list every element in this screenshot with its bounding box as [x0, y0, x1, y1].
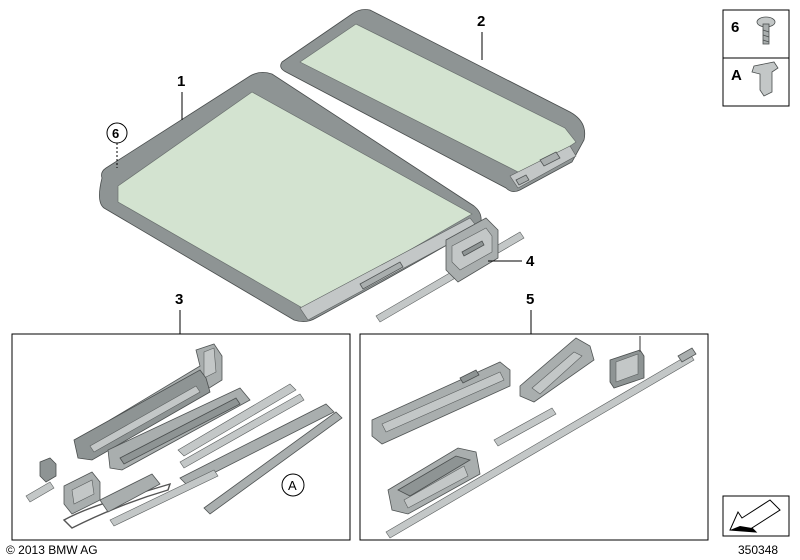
callout-6: 6: [112, 126, 119, 141]
part-4-guide-rail[interactable]: [375, 217, 525, 323]
marker-A-circle: [281, 473, 305, 497]
screw-icon: [756, 16, 776, 45]
copyright-text: © 2013 BMW AG: [6, 543, 98, 557]
part-2-rear-glass-panel[interactable]: [280, 9, 586, 192]
marker-A: A: [288, 478, 297, 493]
callout-2: 2: [477, 13, 485, 30]
arrow-icon[interactable]: [722, 495, 790, 537]
legend-item-6-label: 6: [731, 19, 739, 36]
callout-4: 4: [526, 253, 535, 270]
legend: [722, 9, 790, 107]
part-1-front-glass-panel[interactable]: [99, 72, 482, 322]
reference-number: 350348: [738, 543, 778, 557]
group-5-drive-box[interactable]: [359, 333, 709, 541]
group-3-mechanism-box[interactable]: [11, 333, 351, 541]
callout-3: 3: [175, 291, 183, 308]
clip-icon: [751, 61, 779, 97]
legend-item-A-label: A: [731, 67, 742, 84]
callout-5: 5: [526, 291, 534, 308]
callout-1: 1: [177, 73, 185, 90]
